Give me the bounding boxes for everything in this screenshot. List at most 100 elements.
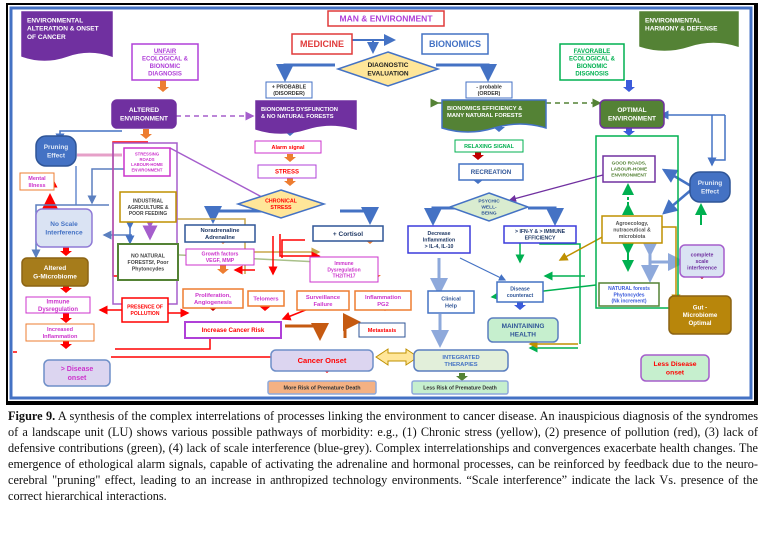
stress-node: STRESS [257, 164, 317, 179]
increased-inflammation-label: Inflammation [43, 334, 78, 340]
decrease-inflammation-label: > IL-4, IL-10 [425, 244, 454, 250]
bionomics-dysfunction-label: & NO NATURAL FORESTS [261, 114, 334, 120]
optimal-env-label: OPTIMAL [617, 107, 646, 114]
pruning-left-label: Pruning [44, 144, 69, 151]
no-scale-label: Interference [45, 229, 83, 236]
box-shape [267, 380, 377, 395]
box-shape [43, 359, 111, 387]
altered-microbiome-label: Altered [44, 265, 66, 272]
minus-probable-label: - probable [476, 85, 502, 91]
box-shape [265, 81, 313, 99]
block-arrow [60, 313, 72, 323]
connector-arrow [340, 207, 379, 225]
stress-label: STRESS [275, 170, 299, 176]
agroecology-label: nutraceutical & [613, 227, 651, 233]
pruning-right-label: Effect [701, 188, 720, 195]
immune-dys-left-label: Immune [46, 299, 70, 305]
gut-optimal-label: Gut - [693, 304, 707, 311]
increase-cancer-risk-label: Increase Cancer Risk [202, 327, 265, 334]
cancer-onset-node: Cancer Onset [270, 349, 374, 372]
bionomics-dysfunction-node: BIONOMICS DYSFUNCTION& NO NATURAL FOREST… [255, 100, 357, 134]
complete-scale-label: complete [691, 252, 714, 258]
plus-probable-label: + PROBABLE [272, 85, 307, 91]
connector-arrow [169, 147, 277, 205]
immune-dys-center-label: Immune [334, 261, 353, 267]
corner-left-label: ALTERATION & ONSET [27, 26, 99, 33]
complete-scale-label: interference [687, 265, 717, 271]
increase-cancer-risk-node: Increase Cancer Risk [184, 321, 282, 339]
box-shape [411, 380, 509, 395]
stressing-roads-label: ENVIRONMENT [132, 167, 163, 172]
agroecology-node: Agroecology,nutraceutical &microbiota [601, 215, 663, 244]
natural-forests-label: (Nk increment) [611, 299, 646, 305]
recreation-label: RECREATION [471, 169, 512, 176]
box-shape [184, 321, 282, 339]
bionomics-dysfunction-label: BIONOMICS DYSFUNCTION [261, 107, 338, 113]
title-center-node: MAN & ENVIRONMENT [327, 10, 445, 27]
box-shape [679, 244, 725, 278]
decrease-inflammation-label: Decrease [427, 231, 450, 237]
block-arrow [284, 178, 296, 186]
unfair-diag-label: UNFAIR [154, 49, 177, 55]
title-center-label: MAN & ENVIRONMENT [339, 13, 433, 23]
bionomics-efficiency-node: BIONOMICS EFFICIENCY &MANY NATURAL FORES… [441, 99, 547, 133]
block-arrow [140, 129, 152, 139]
right-cluster-frame [595, 135, 679, 309]
disease-counteract-label: counteract [507, 293, 534, 299]
optimal-env-label: ENVIRONMENT [608, 115, 656, 122]
banner-shape [21, 11, 113, 61]
disease-counteract-label: Disease [510, 287, 530, 293]
banner-shape [639, 11, 739, 51]
less-risk-label: Less Risk of Premature Death [423, 385, 497, 391]
box-shape [689, 171, 731, 203]
favorable-diag-label: ECOLOGICAL & [569, 56, 616, 62]
connector-arrow [662, 226, 681, 304]
box-shape [25, 296, 91, 314]
box-shape [599, 99, 665, 129]
box-shape [270, 349, 374, 372]
box-shape [35, 135, 77, 167]
recreation-node: RECREATION [458, 163, 524, 181]
box-shape [117, 243, 179, 281]
no-natural-forests-label: NO NATURAL [131, 253, 166, 259]
connector-arrow [528, 206, 564, 226]
ifn-label: > IFN-Y & > IMMUNE [515, 229, 566, 235]
box-shape [184, 224, 256, 243]
growth-factors-label: VEGF, MMP [206, 258, 235, 264]
complete-scale-label: scale [696, 259, 709, 265]
box-shape [247, 290, 285, 307]
corner-right-label: ENVIRONMENTAL [645, 18, 701, 25]
industrial-agri-label: INDUSTRIAL [133, 199, 163, 205]
connector-arrow [424, 206, 455, 226]
more-risk-node: More Risk of Premature Death [267, 380, 377, 395]
medicine-node: MEDICINE [291, 33, 353, 55]
box-shape [458, 163, 524, 181]
box-shape [598, 282, 660, 307]
block-arrow [284, 154, 296, 162]
box-shape [19, 172, 55, 191]
no-natural-forests-label: Phytoncydes [132, 266, 164, 272]
clinical-help-label: Help [445, 303, 458, 309]
relaxing-signal-node: RELAXING SIGNAL [454, 139, 524, 153]
less-disease-label: onset [666, 370, 685, 377]
box-shape [354, 290, 412, 311]
good-roads-label: LABOUR-HOME [611, 167, 648, 173]
block-arrow [472, 152, 484, 160]
noradrenaline-label: Noradrenaline [201, 228, 241, 234]
natural-forests-label: Phytoncydes [613, 292, 644, 298]
